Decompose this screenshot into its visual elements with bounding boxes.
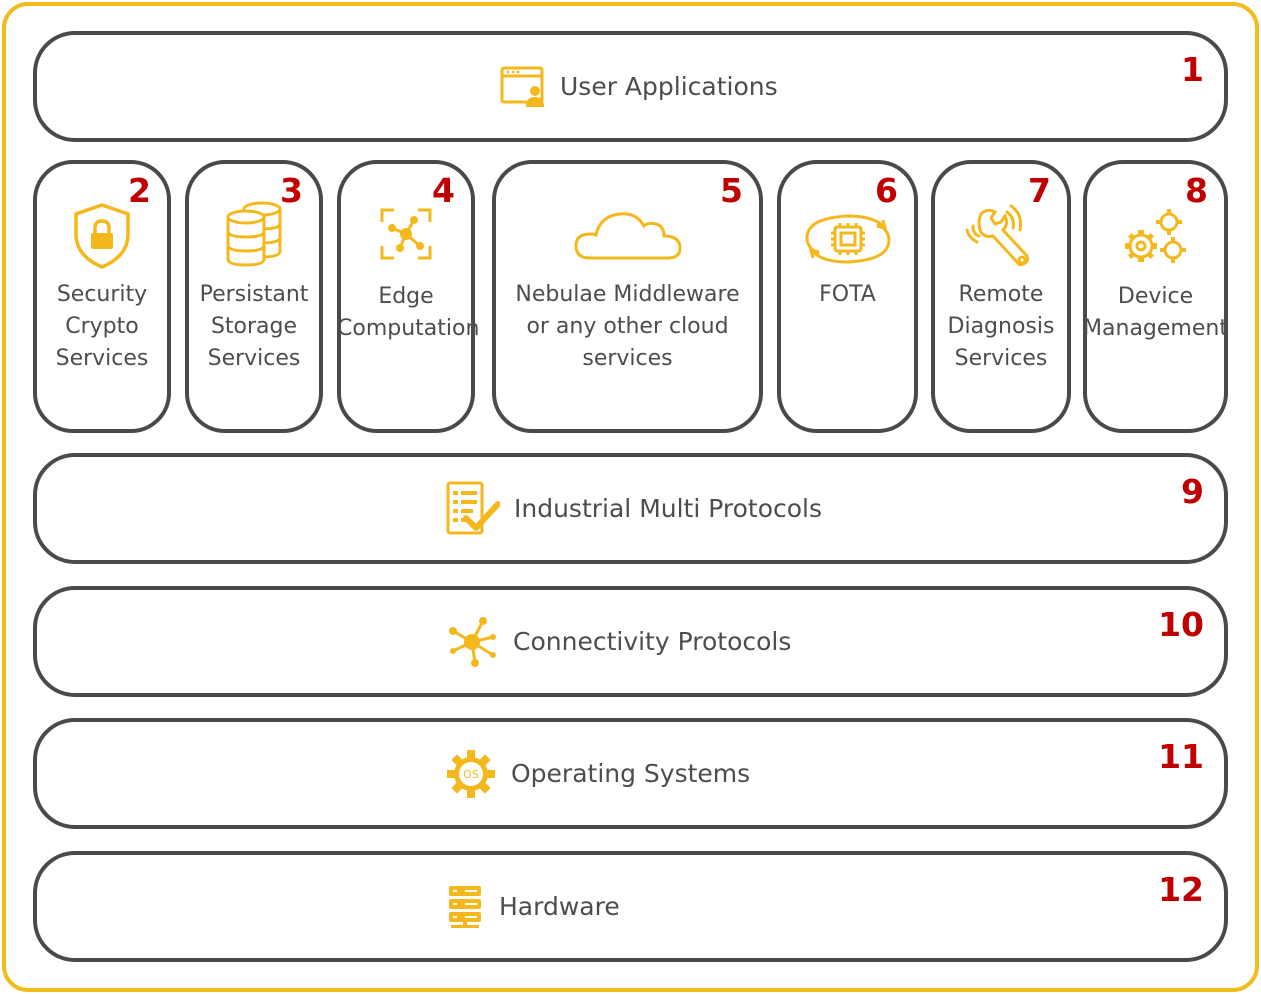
service-number: 2 (128, 171, 151, 210)
service-number: 8 (1185, 171, 1208, 210)
service-label-line: Management (1083, 316, 1228, 341)
layer-hardware: Hardware 12 (33, 851, 1228, 962)
service-label-line: Storage (210, 314, 298, 339)
service-label-line: Services (954, 346, 1048, 371)
layer-user-applications: User Applications 1 (33, 31, 1228, 142)
server-rack-icon (445, 884, 485, 930)
user-app-window-icon (500, 65, 546, 109)
layer-industrial-multi-protocols: Industrial Multi Protocols 9 (33, 453, 1228, 564)
layer-number: 12 (1158, 870, 1204, 909)
layer-label: Hardware (499, 892, 620, 921)
service-label-line: Services (55, 346, 149, 371)
service-label: Security Crypto Services (33, 279, 171, 375)
os-gear-icon: OS (445, 748, 497, 800)
service-nebulae-middleware: 5 Nebulae Middleware or any other cloud … (492, 160, 763, 433)
edge-network-icon (378, 206, 434, 262)
layer-label: User Applications (560, 72, 778, 101)
checklist-icon (444, 480, 500, 538)
service-number: 7 (1028, 171, 1051, 210)
service-label-line: Persistant (199, 282, 309, 307)
layer-number: 9 (1181, 472, 1204, 511)
service-label-line: FOTA (819, 282, 876, 307)
service-edge-computation: 4 Edge Computation (337, 160, 480, 433)
layer-label: Connectivity Protocols (513, 627, 792, 656)
service-label: Persistant Storage Services (185, 279, 323, 375)
database-icon (222, 199, 286, 269)
service-label-line: Computation (337, 316, 480, 341)
service-label: Edge Computation (337, 281, 480, 345)
service-number: 4 (432, 171, 455, 210)
service-label-line: services (582, 346, 673, 371)
service-label-line: Crypto (65, 314, 139, 339)
shield-lock-icon (70, 202, 134, 270)
layer-operating-systems: OS Operating Systems 11 (33, 718, 1228, 829)
service-label-line: or any other cloud (526, 314, 729, 339)
service-label-line: Nebulae Middleware (515, 282, 740, 307)
service-label: Remote Diagnosis Services (931, 279, 1071, 375)
layer-label: Industrial Multi Protocols (514, 494, 823, 523)
service-number: 3 (280, 171, 303, 210)
service-number: 6 (875, 171, 898, 210)
service-label: Nebulae Middleware or any other cloud se… (492, 279, 763, 375)
service-remote-diagnosis: 7 Remote Diagnosis Services (931, 160, 1071, 433)
svg-text:OS: OS (463, 768, 479, 781)
service-persistant-storage: 3 Persistant Storage Services (185, 160, 323, 433)
service-label-line: Remote (958, 282, 1044, 307)
layer-label: Operating Systems (511, 759, 751, 788)
service-security-crypto: 2 Security Crypto Services (33, 160, 171, 433)
layer-connectivity-protocols: Connectivity Protocols 10 (33, 586, 1228, 697)
service-label: FOTA (777, 279, 918, 311)
service-label-line: Services (207, 346, 301, 371)
service-label-line: Edge (378, 284, 434, 309)
layer-number: 10 (1158, 605, 1204, 644)
service-label-line: Device (1117, 284, 1194, 309)
service-device-management: 8 Device Management (1083, 160, 1228, 433)
service-label-line: Diagnosis (947, 314, 1055, 339)
chip-update-icon (804, 210, 891, 270)
layer-number: 1 (1181, 50, 1204, 89)
service-label: Device Management (1083, 281, 1228, 345)
cloud-icon (572, 206, 684, 262)
service-number: 5 (720, 171, 743, 210)
layer-number: 11 (1158, 737, 1204, 776)
service-label-line: Security (56, 282, 148, 307)
wrench-signal-icon (963, 204, 1039, 274)
network-hub-icon (445, 615, 499, 669)
gears-icon (1121, 208, 1191, 268)
service-fota: 6 FOTA (777, 160, 918, 433)
